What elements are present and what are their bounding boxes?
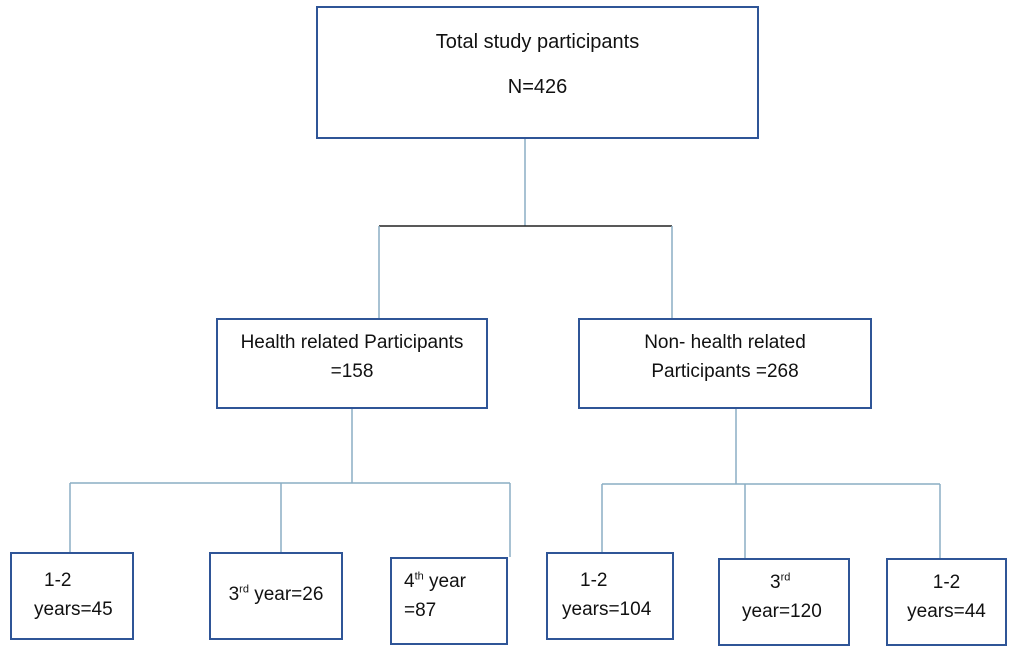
leaf-ordinal-suffix: rd xyxy=(239,583,249,596)
nonhealth-count: Participants =268 xyxy=(651,361,799,383)
leaf-ordinal-suffix: th xyxy=(414,570,424,583)
leaf-ordinal: 3 xyxy=(770,572,781,593)
nonhealth-label: Non- health related xyxy=(644,332,806,353)
leaf-nonhealth-1-2-years-b: 1-2 years=44 xyxy=(886,558,1007,646)
health-count: =158 xyxy=(330,361,374,383)
leaf-year-range: 1-2 xyxy=(44,570,72,591)
leaf-year-range: 1-2 xyxy=(580,570,608,591)
root-node-total-participants: Total study participants N=426 xyxy=(316,6,759,139)
leaf-year-range: 1-2 xyxy=(932,572,961,593)
leaf-label: 3rd xyxy=(742,568,848,597)
leaf-count: years=104 xyxy=(562,599,652,621)
leaf-count: years=44 xyxy=(907,601,986,623)
leaf-year-word: year xyxy=(423,571,467,592)
leaf-label: 3rd year=26 xyxy=(211,580,341,609)
leaf-health-3rd-year: 3rd year=26 xyxy=(209,552,343,640)
health-label: Health related Participants xyxy=(240,332,464,353)
leaf-nonhealth-3rd-year: 3rd year=120 xyxy=(718,558,850,646)
leaf-count: year=26 xyxy=(248,584,324,605)
node-health-related: Health related Participants =158 xyxy=(216,318,488,409)
leaf-ordinal: 4 xyxy=(404,571,415,592)
root-count: N=426 xyxy=(507,76,568,98)
leaf-health-1-2-years: 1-2 years=45 xyxy=(10,552,134,640)
leaf-health-4th-year: 4th year =87 xyxy=(390,557,508,645)
leaf-nonhealth-1-2-years: 1-2 years=104 xyxy=(546,552,674,640)
root-title: Total study participants xyxy=(435,31,640,53)
leaf-ordinal: 3 xyxy=(228,584,240,605)
leaf-label: 4th year xyxy=(404,567,506,596)
leaf-count: =87 xyxy=(404,600,437,622)
leaf-count: year=120 xyxy=(742,601,822,623)
leaf-ordinal-suffix: rd xyxy=(780,571,791,584)
node-non-health-related: Non- health related Participants =268 xyxy=(578,318,872,409)
leaf-count: years=45 xyxy=(34,599,113,621)
